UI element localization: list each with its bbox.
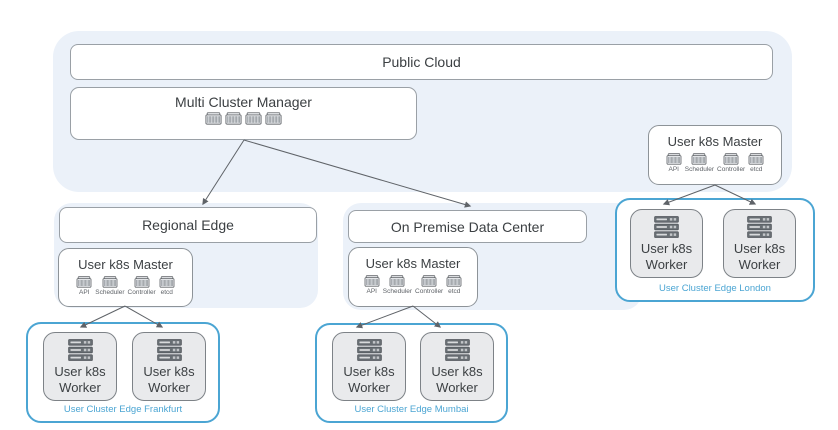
mcm-container-icons — [205, 112, 282, 125]
component-label: Controller — [415, 288, 444, 295]
master-components: API Scheduler Controller etcd — [76, 276, 174, 296]
component-label: API — [79, 289, 90, 296]
cluster-label-mumbai: User Cluster Edge Mumbai — [354, 404, 469, 415]
cluster-label-london: User Cluster Edge London — [659, 283, 771, 294]
container-icon — [421, 275, 437, 287]
component-controller: Controller — [128, 276, 156, 296]
component-controller: Controller — [717, 153, 745, 173]
user-k8s-master-box-london: User k8s Master API Scheduler Controller… — [648, 125, 782, 185]
public-cloud-box: Public Cloud — [70, 44, 773, 80]
component-label: Scheduler — [382, 288, 413, 295]
component-api: API — [666, 153, 682, 173]
component-api: API — [364, 275, 380, 295]
component-label: etcd — [448, 288, 461, 295]
component-label: Controller — [717, 166, 746, 173]
master-components: API Scheduler Controller etcd — [364, 275, 462, 295]
container-icon — [691, 153, 707, 165]
server-stack-icon — [157, 339, 182, 361]
component-controller: Controller — [415, 275, 443, 295]
container-icon — [389, 275, 405, 287]
master-title: User k8s Master — [78, 257, 173, 272]
master-title: User k8s Master — [365, 256, 461, 271]
container-icon — [76, 276, 92, 288]
server-stack-icon — [445, 339, 470, 361]
component-label: Controller — [127, 289, 156, 296]
container-icon — [205, 112, 222, 125]
container-icon — [102, 276, 118, 288]
container-icon — [134, 276, 150, 288]
component-api: API — [76, 276, 92, 296]
regional-edge-box: Regional Edge — [59, 207, 317, 243]
server-stack-icon — [357, 339, 382, 361]
component-etcd: etcd — [159, 276, 175, 296]
server-stack-icon — [747, 216, 772, 238]
component-label: Scheduler — [684, 166, 715, 173]
user-k8s-master-box-mumbai: User k8s Master API Scheduler Controller… — [348, 247, 478, 307]
container-icon — [265, 112, 282, 125]
on-premise-label: On Premise Data Center — [390, 218, 545, 235]
on-premise-data-center-box: On Premise Data Center — [348, 210, 587, 243]
container-icon — [748, 153, 764, 165]
component-label: API — [668, 166, 679, 173]
component-label: etcd — [160, 289, 173, 296]
cluster-label-frankfurt: User Cluster Edge Frankfurt — [63, 404, 183, 415]
component-scheduler: Scheduler — [95, 276, 125, 296]
component-label: API — [366, 288, 377, 295]
server-stack-icon — [68, 339, 93, 361]
container-icon — [666, 153, 682, 165]
multi-cluster-manager-box: Multi Cluster Manager — [70, 87, 417, 140]
component-scheduler: Scheduler — [685, 153, 714, 173]
component-etcd: etcd — [446, 275, 462, 295]
container-icon — [364, 275, 380, 287]
user-k8s-master-box-frankfurt: User k8s Master API Scheduler Controller… — [58, 248, 193, 307]
container-icon — [245, 112, 262, 125]
container-icon — [159, 276, 175, 288]
container-icon — [723, 153, 739, 165]
master-title: User k8s Master — [667, 134, 763, 149]
component-label: etcd — [750, 166, 763, 173]
component-label: Scheduler — [95, 289, 125, 296]
container-icon — [225, 112, 242, 125]
multi-cluster-manager-label: Multi Cluster Manager — [175, 94, 312, 110]
component-scheduler: Scheduler — [383, 275, 412, 295]
server-stack-icon — [654, 216, 679, 238]
regional-edge-label: Regional Edge — [142, 217, 234, 233]
component-etcd: etcd — [748, 153, 764, 173]
master-components: API Scheduler Controller etcd — [666, 153, 764, 173]
container-icon — [446, 275, 462, 287]
public-cloud-label: Public Cloud — [382, 54, 461, 70]
